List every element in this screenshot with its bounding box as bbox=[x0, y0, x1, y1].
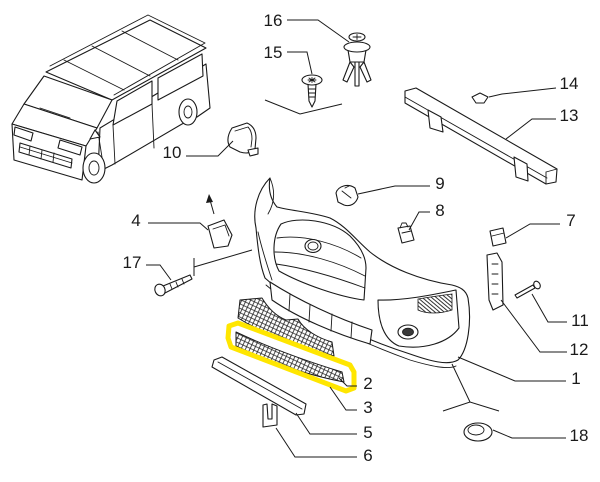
leader-line-5 bbox=[295, 412, 357, 435]
vehicle-mirror bbox=[89, 129, 101, 140]
direction-arrow-head bbox=[206, 194, 213, 203]
part-12-side-bracket bbox=[486, 252, 504, 311]
callout-3: 3 bbox=[363, 398, 372, 417]
part-18-tow-hook-cover bbox=[463, 422, 493, 442]
callout-16: 16 bbox=[264, 11, 283, 30]
part-16-push-rivet bbox=[342, 32, 372, 87]
callout-6: 6 bbox=[363, 446, 372, 465]
leader-line-7 bbox=[505, 223, 560, 239]
part-9-bracket bbox=[335, 184, 359, 207]
vehicle-headlights bbox=[13, 126, 83, 156]
leader-line-16 bbox=[287, 19, 350, 43]
part-15-push-clip bbox=[301, 74, 323, 108]
callout-7: 7 bbox=[566, 211, 575, 230]
part-8-clip bbox=[397, 222, 415, 244]
vehicle-rear-wheel bbox=[178, 98, 198, 126]
callout-18: 18 bbox=[570, 426, 589, 445]
part-14-clip bbox=[471, 92, 489, 104]
part-13-reinforcement-beam bbox=[404, 87, 558, 185]
leader-line-14 bbox=[488, 87, 557, 98]
part-6-clip bbox=[262, 403, 278, 428]
part-7-clip bbox=[489, 227, 507, 247]
callout-1: 1 bbox=[571, 369, 580, 388]
leader-line-1 bbox=[457, 356, 566, 382]
callout-9: 9 bbox=[435, 174, 444, 193]
callout-10: 10 bbox=[163, 143, 182, 162]
part-1-front-bumper bbox=[254, 177, 471, 369]
leader-line-9 bbox=[357, 185, 430, 195]
callout-11: 11 bbox=[571, 311, 589, 330]
callout-2: 2 bbox=[363, 374, 372, 393]
leader-line-18 bbox=[492, 429, 566, 439]
callout-14: 14 bbox=[560, 74, 579, 93]
part-4-cover bbox=[206, 194, 233, 249]
callout-4: 4 bbox=[131, 211, 140, 230]
leader-line-3 bbox=[329, 386, 357, 411]
vehicle-roof bbox=[45, 19, 207, 101]
callout-12: 12 bbox=[570, 340, 589, 359]
part-11-screw bbox=[514, 280, 541, 299]
part-10-tow-hook-cap bbox=[227, 122, 259, 157]
vehicle-wiper bbox=[39, 107, 71, 119]
vehicle-rear-hub bbox=[183, 105, 193, 119]
vehicle-illustration bbox=[11, 14, 211, 184]
leader-line-10 bbox=[186, 140, 234, 157]
group-line-left bbox=[193, 249, 253, 276]
part-5-trim-strip bbox=[211, 356, 307, 416]
vehicle-roof-rack bbox=[49, 14, 206, 96]
leader-line-6 bbox=[275, 427, 357, 458]
callout-17: 17 bbox=[123, 253, 142, 272]
vehicle-front-wheel bbox=[82, 152, 106, 184]
fog-lamp-lens bbox=[402, 327, 414, 337]
callout-13: 13 bbox=[560, 106, 579, 125]
callout-15: 15 bbox=[264, 43, 283, 62]
group-line-top bbox=[264, 99, 343, 115]
bumper-lower-opening bbox=[269, 281, 373, 345]
vehicle-front-hub bbox=[88, 160, 100, 176]
group-line-bottom bbox=[442, 363, 500, 412]
bumper-logo bbox=[304, 238, 322, 254]
leader-line-8 bbox=[408, 211, 430, 231]
leader-line-11 bbox=[531, 293, 567, 323]
highlight-frame bbox=[225, 320, 357, 394]
leader-line-13 bbox=[505, 118, 556, 140]
vehicle-front-grille bbox=[18, 142, 73, 169]
bumper-side-vent bbox=[417, 293, 453, 314]
callout-5: 5 bbox=[363, 423, 372, 442]
callout-8: 8 bbox=[435, 201, 444, 220]
leader-line-15 bbox=[287, 51, 313, 75]
leader-line-17 bbox=[146, 264, 172, 281]
part-17-screw bbox=[154, 274, 193, 297]
leader-line-12 bbox=[500, 299, 567, 353]
vehicle-grille-slats bbox=[19, 145, 73, 164]
leader-line-2 bbox=[338, 377, 357, 387]
leader-line-4 bbox=[148, 222, 209, 231]
